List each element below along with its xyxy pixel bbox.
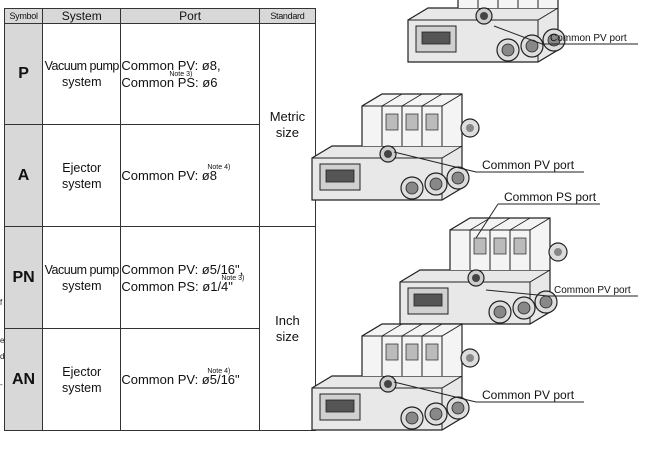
system-line: Vacuum pump (44, 59, 120, 73)
system-cell: Vacuum pump system (42, 226, 122, 329)
port-cell: Common PV: ø8, Note 3) Common PS: ø6 (120, 23, 260, 125)
port-text: Common PS: ø6 (121, 75, 218, 90)
system-line: system (61, 278, 102, 293)
system-line: system (61, 380, 102, 395)
port-cell: Common PV: ø5/16", Note 3) Common PS: ø1… (120, 226, 260, 329)
port-text: Common PV: ø5/16", (121, 261, 244, 277)
system-cell: Vacuum pump system (42, 23, 122, 125)
callout-common-ps-port: Common PS port (504, 190, 597, 204)
standard-line: Inch (275, 312, 300, 328)
port-text: Common PV: ø8, (121, 58, 221, 73)
system-line: Ejector (62, 364, 102, 379)
port-note: Note 4) (207, 368, 231, 375)
symbol-cell: AN (3, 328, 44, 431)
port-line: Common PV: ø5/16", (121, 261, 258, 278)
system-line: Vacuum pump (44, 262, 120, 277)
symbol-cell: PN (3, 226, 44, 329)
callout-common-pv-port: Common PV port (482, 388, 575, 402)
manifold-illustration-p (407, 0, 576, 63)
table-row: P Vacuum pump system Common PV: ø8, Note… (3, 23, 317, 227)
port-line: Note 4) Common PV: ø8 (121, 164, 258, 184)
callout-leader (393, 151, 477, 173)
port-text: Common PS: ø1/4" (121, 278, 233, 294)
symbol-cell: A (3, 124, 44, 227)
callout-common-pv-port: Common PV port (482, 158, 575, 172)
system-line: Ejector (62, 160, 102, 175)
port-spec-table: Symbol System Port Standard P Vacuum pum… (3, 8, 317, 431)
system-line: system (61, 176, 102, 191)
system-line: system (61, 75, 102, 89)
callout-leader (393, 381, 477, 403)
callout-leader (475, 203, 499, 239)
header-symbol: Symbol (3, 8, 44, 24)
port-note: Note 3) (221, 274, 245, 282)
side-text-fragment: e (0, 336, 5, 345)
port-text: Common PV: ø8 (121, 168, 217, 183)
manifold-illustration-a (311, 93, 480, 201)
table-row: AN Ejector system Note 4) Common PV: ø5/… (3, 328, 316, 431)
callout-leader (493, 25, 543, 45)
port-line: Note 3) Common PS: ø1/4" (121, 275, 258, 295)
standard-line: size (275, 328, 299, 344)
side-text-fragment: d (0, 352, 5, 361)
port-cell: Note 4) Common PV: ø8 (120, 124, 260, 227)
side-text-fragment: f (0, 298, 3, 307)
port-line: Common PV: ø8, (121, 57, 258, 74)
header-system: System (42, 8, 122, 24)
standard-cell-metric: Metric size (258, 23, 317, 227)
callout-leader (485, 289, 549, 297)
header-standard: Standard (258, 8, 317, 24)
port-text: Common PV: ø5/16" (121, 372, 240, 387)
symbol-cell: P (3, 23, 44, 125)
port-line: Note 4) Common PV: ø5/16" (121, 368, 258, 388)
header-port: Port (120, 8, 260, 24)
port-note: Note 4) (207, 164, 231, 171)
port-line: Note 3) Common PS: ø6 (121, 71, 258, 91)
port-cell: Note 4) Common PV: ø5/16" (120, 328, 260, 431)
standard-line: Metric (269, 109, 306, 124)
side-text-fragment: - (0, 380, 3, 389)
system-cell: Ejector system (42, 124, 122, 227)
table-row: PN Vacuum pump system Common PV: ø5/16",… (3, 226, 317, 431)
manifold-illustration-an (311, 323, 480, 431)
manifold-illustration-pn (399, 217, 568, 325)
standard-line: size (275, 125, 299, 140)
callout-common-pv-port: Common PV port (554, 285, 631, 296)
system-cell: Ejector system (42, 328, 122, 431)
callout-common-pv-port: Common PV port (550, 33, 627, 44)
standard-cell-inch: Inch size (258, 226, 317, 431)
port-note: Note 3) (169, 71, 193, 78)
